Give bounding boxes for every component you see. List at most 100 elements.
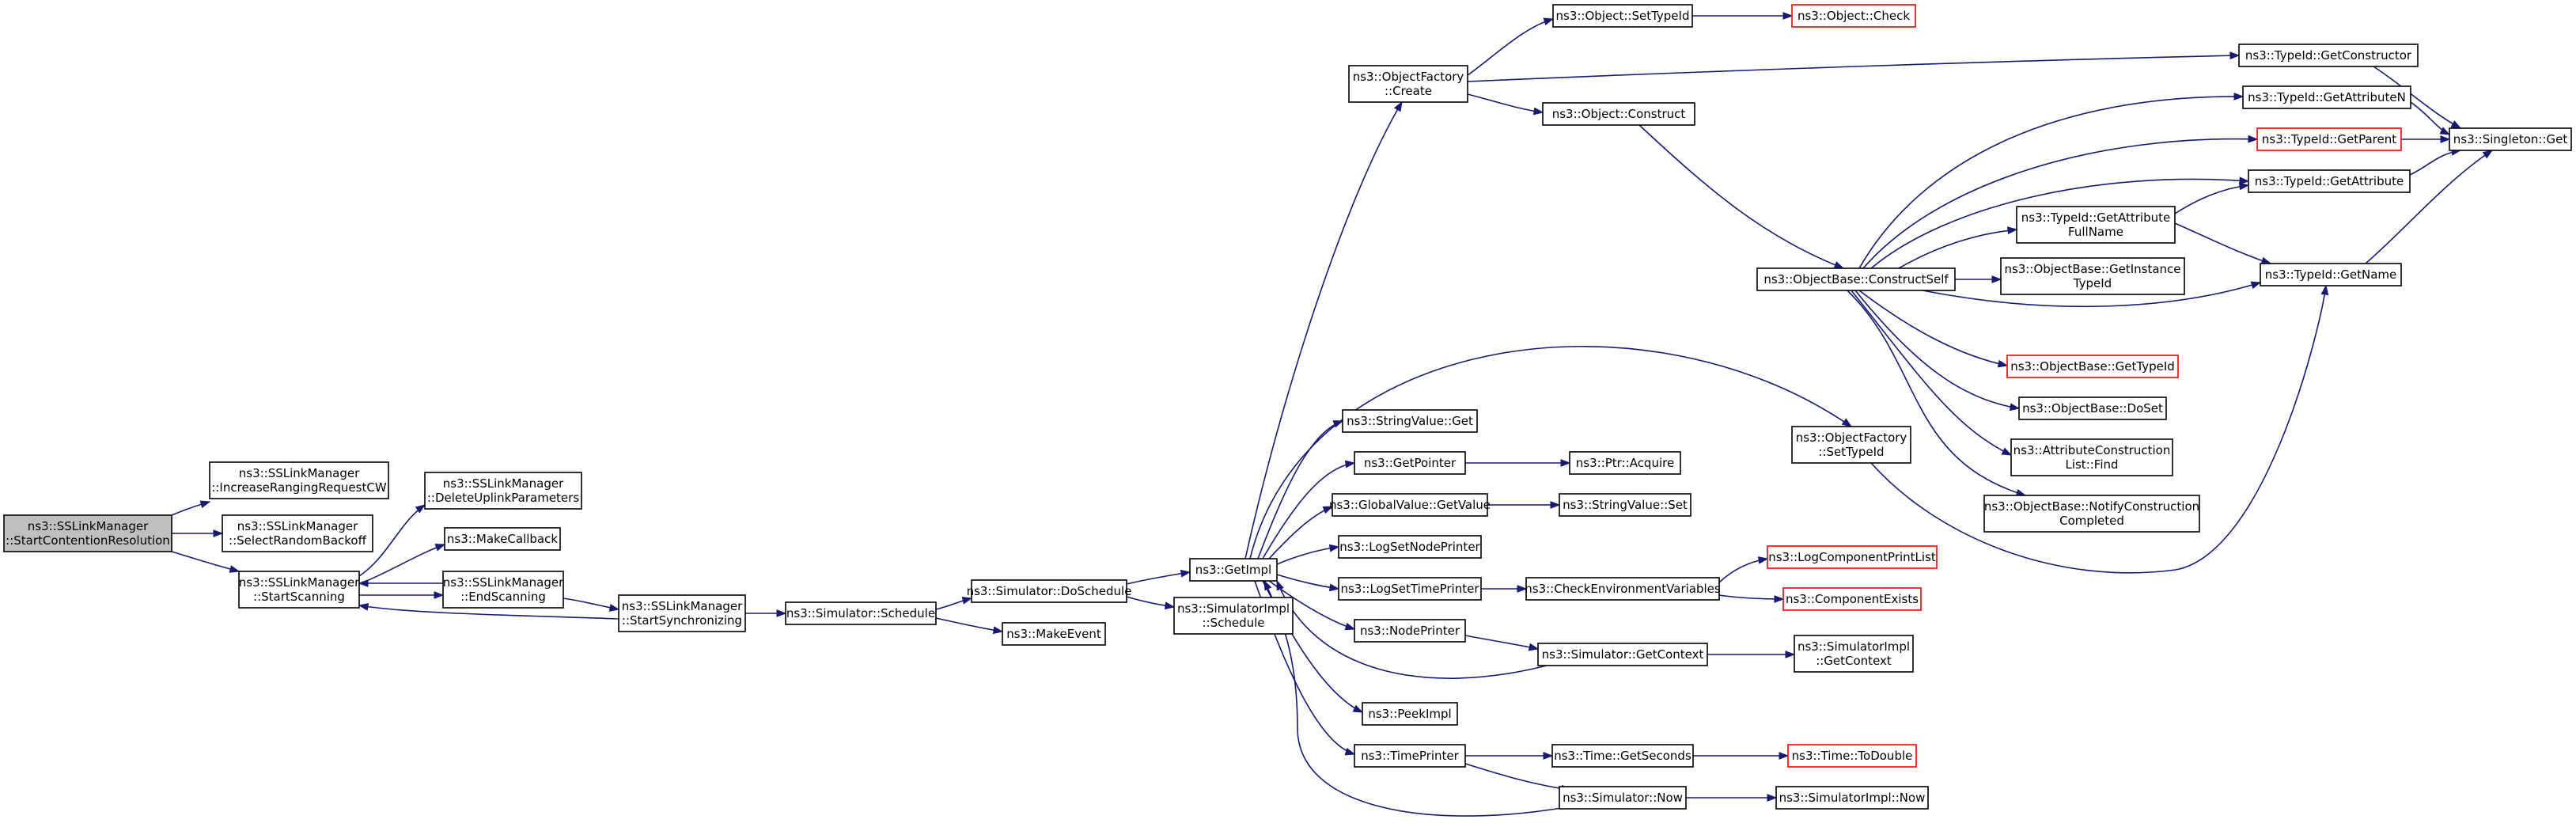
edge-getattributen-to-singleton — [2410, 101, 2451, 135]
node-notifyconstruction[interactable]: ns3::ObjectBase::NotifyConstructionCompl… — [1983, 495, 2200, 533]
node-label: ns3::SSLinkManager — [443, 476, 564, 491]
edge-line — [1464, 763, 1571, 791]
arrowhead — [358, 579, 369, 587]
arrowhead — [608, 604, 620, 612]
node-box — [1767, 545, 1938, 569]
node-objconstruct[interactable]: ns3::Object::Construct — [1542, 102, 1695, 126]
node-todouble[interactable]: ns3::Time::ToDouble — [1787, 744, 1917, 768]
node-constructself[interactable]: ns3::ObjectBase::ConstructSelf — [1756, 267, 1956, 291]
node-getpointer[interactable]: ns3::GetPointer — [1354, 451, 1466, 475]
edge-line — [1249, 346, 1852, 560]
node-box — [2449, 127, 2572, 151]
edge-setypeid-to-objcheck — [1692, 12, 1794, 20]
node-setypeid[interactable]: ns3::Object::SetTypeId — [1552, 4, 1693, 28]
node-label: TypeId — [2073, 276, 2112, 290]
edge-getcontext-to-getimpl — [1276, 579, 1547, 679]
edge-constructself-to-getinstancetypeid — [1955, 275, 2002, 283]
node-getcontext[interactable]: ns3::Simulator::GetContext — [1537, 643, 1708, 666]
node-peekimpl[interactable]: ns3::PeekImpl — [1362, 702, 1458, 726]
node-objcheck[interactable]: ns3::Object::Check — [1791, 4, 1916, 28]
node-label: ns3::ObjectBase::ConstructSelf — [1763, 272, 1949, 286]
edge-constructself-to-getparent — [1862, 135, 2259, 269]
edge-line — [1276, 574, 1339, 590]
node-deleteuplink[interactable]: ns3::SSLinkManager::DeleteUplinkParamete… — [424, 472, 582, 510]
edge-constructself-to-obgettypeid — [1858, 290, 2009, 368]
node-label: ns3::SSLinkManager — [443, 575, 564, 590]
node-box — [1775, 786, 1929, 810]
node-label: ns3::Simulator::GetContext — [1542, 647, 1704, 662]
node-getseconds[interactable]: ns3::Time::GetSeconds — [1551, 744, 1694, 768]
node-logsettimeprinter[interactable]: ns3::LogSetTimePrinter — [1338, 577, 1482, 601]
arrowhead — [1997, 359, 2009, 368]
node-globalvalueget[interactable]: ns3::GlobalValue::GetValue — [1329, 493, 1491, 517]
edge-root-to-increase — [171, 500, 211, 516]
node-startsync[interactable]: ns3::SSLinkManager::StartSynchronizing — [618, 594, 746, 632]
node-simimplgetcontext[interactable]: ns3::SimulatorImpl::GetContext — [1794, 635, 1914, 673]
node-box — [1332, 493, 1488, 517]
node-getattributen[interactable]: ns3::TypeId::GetAttributeN — [2242, 85, 2411, 109]
node-label: ::StartContentionResolution — [6, 533, 170, 548]
node-endscanning[interactable]: ns3::SSLinkManager::EndScanning — [442, 571, 564, 609]
node-getparent[interactable]: ns3::TypeId::GetParent — [2256, 127, 2402, 151]
node-selectbackoff[interactable]: ns3::SSLinkManager::SelectRandomBackoff — [222, 514, 373, 552]
node-box — [1569, 451, 1681, 475]
node-label: ns3::LogComponentPrintList — [1768, 550, 1936, 564]
node-label: ::SelectRandomBackoff — [229, 533, 367, 548]
node-label: ns3::Time::ToDouble — [1792, 749, 1913, 763]
arrowhead — [1180, 569, 1191, 578]
edge-doschedule-to-simimplschedule — [1126, 596, 1176, 610]
node-box — [618, 594, 746, 632]
edge-line — [1858, 290, 2008, 366]
node-box — [1794, 635, 1914, 673]
node-simnow[interactable]: ns3::Simulator::Now — [1559, 786, 1687, 810]
node-ofcreate[interactable]: ns3::ObjectFactory::Create — [1348, 65, 1468, 103]
node-logcomponentprintlist[interactable]: ns3::LogComponentPrintList — [1767, 545, 1938, 569]
node-ofsettypeid[interactable]: ns3::ObjectFactory::SetTypeId — [1791, 426, 1911, 464]
node-stringvalueget[interactable]: ns3::StringValue::Get — [1342, 409, 1478, 433]
node-box — [971, 579, 1127, 603]
node-componentexists[interactable]: ns3::ComponentExists — [1782, 587, 1922, 611]
node-increase[interactable]: ns3::SSLinkManager::IncreaseRangingReque… — [209, 461, 389, 499]
node-label: ns3::LogSetNodePrinter — [1339, 540, 1480, 554]
arrowhead — [2320, 284, 2329, 296]
node-checkenv[interactable]: ns3::CheckEnvironmentVariables — [1525, 577, 1721, 601]
edge-line — [1854, 290, 2020, 409]
node-doset[interactable]: ns3::ObjectBase::DoSet — [2018, 396, 2167, 420]
arrowhead — [992, 626, 1004, 635]
node-ptracquire[interactable]: ns3::Ptr::Acquire — [1569, 451, 1681, 475]
node-label: ns3::SimulatorImpl::Now — [1779, 791, 1926, 805]
node-obgettypeid[interactable]: ns3::ObjectBase::GetTypeId — [2006, 355, 2179, 378]
node-label: ns3::StringValue::Set — [1563, 498, 1688, 512]
node-label: ns3::GetImpl — [1195, 563, 1271, 577]
node-singleton[interactable]: ns3::Singleton::Get — [2449, 127, 2572, 151]
arrowhead — [1841, 418, 1853, 427]
node-box — [238, 571, 360, 609]
node-getconstructor[interactable]: ns3::TypeId::GetConstructor — [2238, 44, 2419, 67]
node-schedule[interactable]: ns3::Simulator::Schedule — [785, 601, 937, 625]
node-getname[interactable]: ns3::TypeId::GetName — [2260, 263, 2402, 286]
node-label: ns3::Simulator::Now — [1563, 791, 1683, 805]
node-root[interactable]: ns3::SSLinkManager::StartContentionResol… — [3, 514, 172, 552]
arrowhead — [1344, 747, 1356, 756]
node-startscanning[interactable]: ns3::SSLinkManager::StartScanning — [238, 571, 360, 609]
node-nodeprinter[interactable]: ns3::NodePrinter — [1354, 619, 1466, 643]
node-doschedule[interactable]: ns3::Simulator::DoSchedule — [967, 579, 1132, 603]
arrowhead — [1164, 601, 1176, 610]
node-box — [1542, 102, 1695, 126]
arrowhead — [1774, 595, 1785, 603]
node-logsetnodeprinter[interactable]: ns3::LogSetNodePrinter — [1338, 535, 1482, 559]
node-simimplnow[interactable]: ns3::SimulatorImpl::Now — [1775, 786, 1929, 810]
node-simimplschedule[interactable]: ns3::SimulatorImpl::Schedule — [1173, 597, 1294, 635]
edge-root-to-selectbackoff — [172, 529, 224, 537]
node-label: ns3::SSLinkManager — [28, 519, 149, 533]
node-makecallback[interactable]: ns3::MakeCallback — [444, 527, 561, 551]
node-timeprinter[interactable]: ns3::TimePrinter — [1354, 744, 1466, 768]
node-getimpl[interactable]: ns3::GetImpl — [1189, 558, 1278, 582]
arrowhead — [1833, 261, 1845, 269]
node-getattribute[interactable]: ns3::TypeId::GetAttribute — [2248, 169, 2411, 193]
node-stringvalueset[interactable]: ns3::StringValue::Set — [1559, 493, 1691, 517]
node-makeevent[interactable]: ns3::MakeEvent — [1002, 622, 1106, 646]
